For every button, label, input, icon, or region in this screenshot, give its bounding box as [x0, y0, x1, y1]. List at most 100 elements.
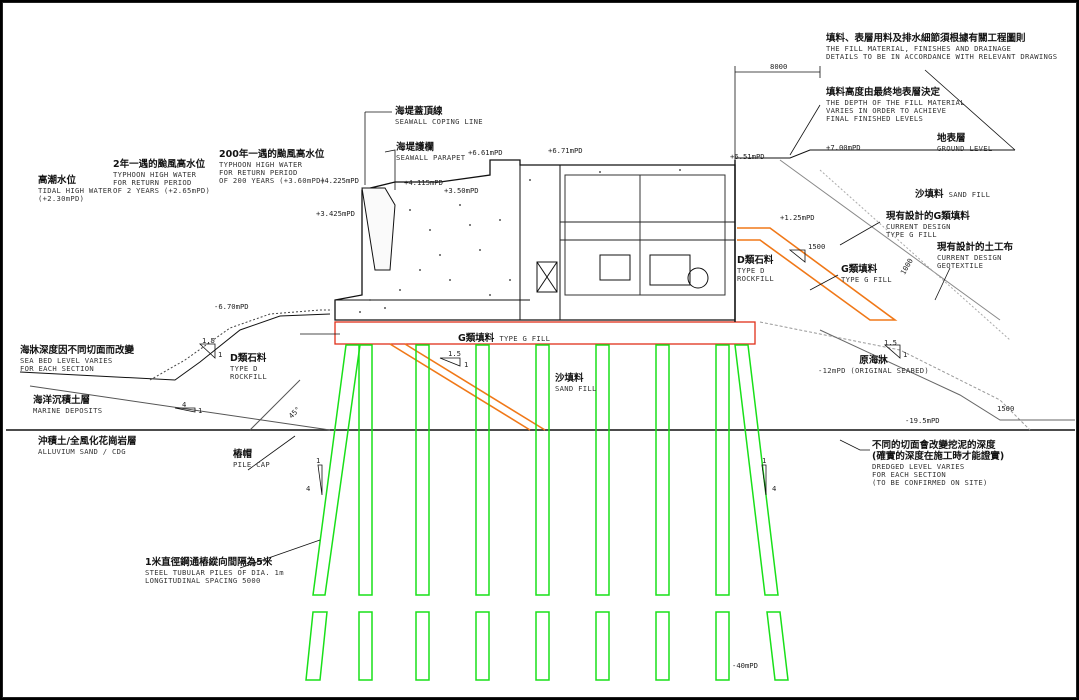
note-parapet: 海堤護欄 SEAWALL PARAPET [396, 142, 465, 162]
pile-3 [415, 344, 430, 596]
slope-15a: 1.5 [202, 336, 215, 345]
pile-4 [475, 344, 490, 596]
pile-5 [535, 344, 550, 596]
note-sand-fill-mid: 沙填料 SAND FILL [555, 373, 597, 393]
slope-4b: 4 [306, 484, 311, 493]
pile-6-lower [595, 611, 610, 681]
note-sand-fill-right: 沙填料 SAND FILL [915, 183, 990, 201]
note-geotextile: 現有設計的土工布 CURRENT DESIGN GEOTEXTILE [937, 242, 1014, 271]
note-typhoon2-en2: FOR RETURN PERIOD [113, 178, 192, 188]
pile-8 [715, 344, 730, 596]
slope-1c: 1 [903, 350, 908, 359]
level-671: +6.71mPD [548, 146, 583, 155]
slope-1b: 1 [464, 360, 469, 369]
note-dredged-en1: DREDGED LEVEL VARIES [872, 461, 965, 471]
note-sand-fill-right-zh: 沙填料 [915, 189, 944, 200]
note-typhoon2-en3: OF 2 YEARS (+2.65mPD) [113, 186, 211, 196]
right-slope2 [819, 169, 1011, 341]
dim-1500a: 1500 [808, 242, 826, 251]
slope-triangles [174, 249, 901, 496]
note-fill-material-en1: THE FILL MATERIAL, FINISHES AND DRAINAGE [826, 43, 1012, 53]
note-marine: 海洋沉積土層 MARINE DEPOSITS [33, 395, 103, 415]
rockfill-left [149, 309, 332, 381]
slope-15b: 1.5 [448, 349, 461, 358]
note-ground-level-zh: 地表層 [937, 133, 966, 144]
note-seabed-varies-en2: FOR EACH SECTION [20, 364, 95, 374]
dim-1500b: 1500 [997, 404, 1015, 413]
note-marine-en: MARINE DEPOSITS [33, 405, 103, 415]
note-typhoon2-zh: 2年一遇的颱風高水位 [113, 159, 206, 170]
pile-8-lower [715, 611, 730, 681]
pile-6 [595, 344, 610, 596]
note-g-fill-mid-en: TYPE G FILL [499, 334, 551, 343]
pile-1-lower [305, 611, 328, 681]
note-geotextile-en1: CURRENT DESIGN [937, 252, 1002, 262]
dredge-right [819, 329, 1075, 421]
note-geotextile-en2: GEOTEXTILE [937, 261, 984, 271]
pile-7 [655, 344, 670, 596]
note-dredged-zh2: (確實的深度在施工時才能證實) [872, 450, 1005, 462]
slope-1a: 1 [218, 350, 223, 359]
pile-1 [312, 344, 361, 596]
note-marine-zh: 海洋沉積土層 [33, 395, 91, 406]
note-tidal-en: TIDAL HIGH WATER [38, 185, 113, 195]
level-700: +7.00mPD [826, 143, 861, 152]
note-original-seabed: 原海牀 -12mPD (ORIGINAL SEABED) [818, 355, 930, 375]
leader-lines [239, 66, 1016, 569]
note-tidal-lv: (+2.30mPD) [38, 194, 85, 204]
note-dredged-en3: (TO BE CONFIRMED ON SITE) [872, 478, 988, 488]
note-piles-zh: 1米直徑鋼通樁縱向間隔為5米 [145, 557, 273, 568]
note-typhoon200-en3: OF 200 YEARS (+3.60mPD) [219, 176, 326, 186]
note-d-rockfill-right-en2: ROCKFILL [737, 274, 775, 284]
note-seabed-varies-zh: 海牀深度因不同切面而改變 [20, 345, 135, 356]
note-typhoon200-en2: FOR RETURN PERIOD [219, 168, 298, 178]
note-fill-depth-en2: VARIES IN ORDER TO ACHIEVE [826, 106, 947, 116]
slope-4c: 4 [772, 484, 777, 493]
note-ground-level-en: GROUND LEVEL [937, 143, 993, 153]
note-d-rockfill-right-en1: TYPE D [737, 265, 765, 275]
note-typhoon200: 200年一遇的颱風高水位 TYPHOON HIGH WATER FOR RETU… [219, 149, 326, 186]
pile-4-lower [475, 611, 490, 681]
note-current-g-fill-en1: CURRENT DESIGN [886, 221, 951, 231]
level-m670: -6.70mPD [214, 302, 249, 311]
slope-1e: 1 [316, 456, 321, 465]
angle-guide [249, 379, 301, 431]
note-g-fill-right-zh: G類填料 [841, 264, 878, 275]
note-parapet-zh: 海堤護欄 [396, 142, 435, 153]
seabed-left [19, 313, 331, 381]
note-typhoon200-zh: 200年一遇的颱風高水位 [219, 149, 325, 160]
note-g-fill-mid: G類填料 TYPE G FILL [458, 327, 550, 345]
note-dredged-en2: FOR EACH SECTION [872, 470, 947, 480]
pile-cap [334, 321, 756, 345]
level-m195: -19.5mPD [905, 416, 940, 425]
note-coping: 海堤蓋頂線 SEAWALL COPING LINE [395, 106, 483, 126]
note-pile-cap-zh: 樁帽 [233, 449, 253, 460]
note-piles: 1米直徑鋼通樁縱向間隔為5米 STEEL TUBULAR PILES OF DI… [145, 557, 284, 586]
level-350: +3.50mPD [444, 186, 479, 195]
level-3425: +3.425mPD [316, 209, 355, 218]
note-typhoon200-en1: TYPHOON HIGH WATER [219, 159, 303, 169]
note-dredged-zh1: 不同的切面會改變挖泥的深度 [872, 440, 996, 451]
note-g-fill-right: G類填料 TYPE G FILL [841, 264, 892, 284]
note-original-seabed-en: -12mPD (ORIGINAL SEABED) [818, 365, 930, 375]
note-coping-zh: 海堤蓋頂線 [395, 106, 443, 117]
note-tidal: 高潮水位 TIDAL HIGH WATER (+2.30mPD) [38, 175, 113, 204]
note-piles-en2: LONGITUDINAL SPACING 5000 [145, 576, 261, 586]
level-m40: -40mPD [732, 661, 758, 670]
note-alluvium: 沖積土/全風化花崗岩層 ALLUVIUM SAND / CDG [38, 436, 136, 456]
note-fill-material-en2: DETAILS TO BE IN ACCORDANCE WITH RELEVAN… [826, 52, 1058, 62]
level-4115: +4.115mPD [404, 178, 443, 187]
note-original-seabed-zh: 原海牀 [859, 355, 888, 366]
seawall-structure [334, 159, 736, 322]
note-fill-material-zh: 填料、表層用料及排水細節須根據有關工程圖則 [826, 33, 1026, 44]
note-d-rockfill-left-zh: D類石料 [230, 353, 267, 364]
note-fill-depth-en3: FINAL FINISHED LEVELS [826, 114, 924, 124]
note-current-g-fill: 現有設計的G類填料 CURRENT DESIGN TYPE G FILL [886, 211, 970, 239]
note-sand-fill-right-en: SAND FILL [948, 190, 991, 199]
note-seabed-varies: 海牀深度因不同切面而改變 SEA BED LEVEL VARIES FOR EA… [20, 345, 135, 374]
note-g-fill-mid-zh: G類填料 [458, 333, 495, 344]
note-tidal-zh: 高潮水位 [38, 175, 77, 186]
seabed-right [759, 321, 1031, 431]
pile-7-lower [655, 611, 670, 681]
note-geotextile-zh: 現有設計的土工布 [937, 242, 1014, 253]
